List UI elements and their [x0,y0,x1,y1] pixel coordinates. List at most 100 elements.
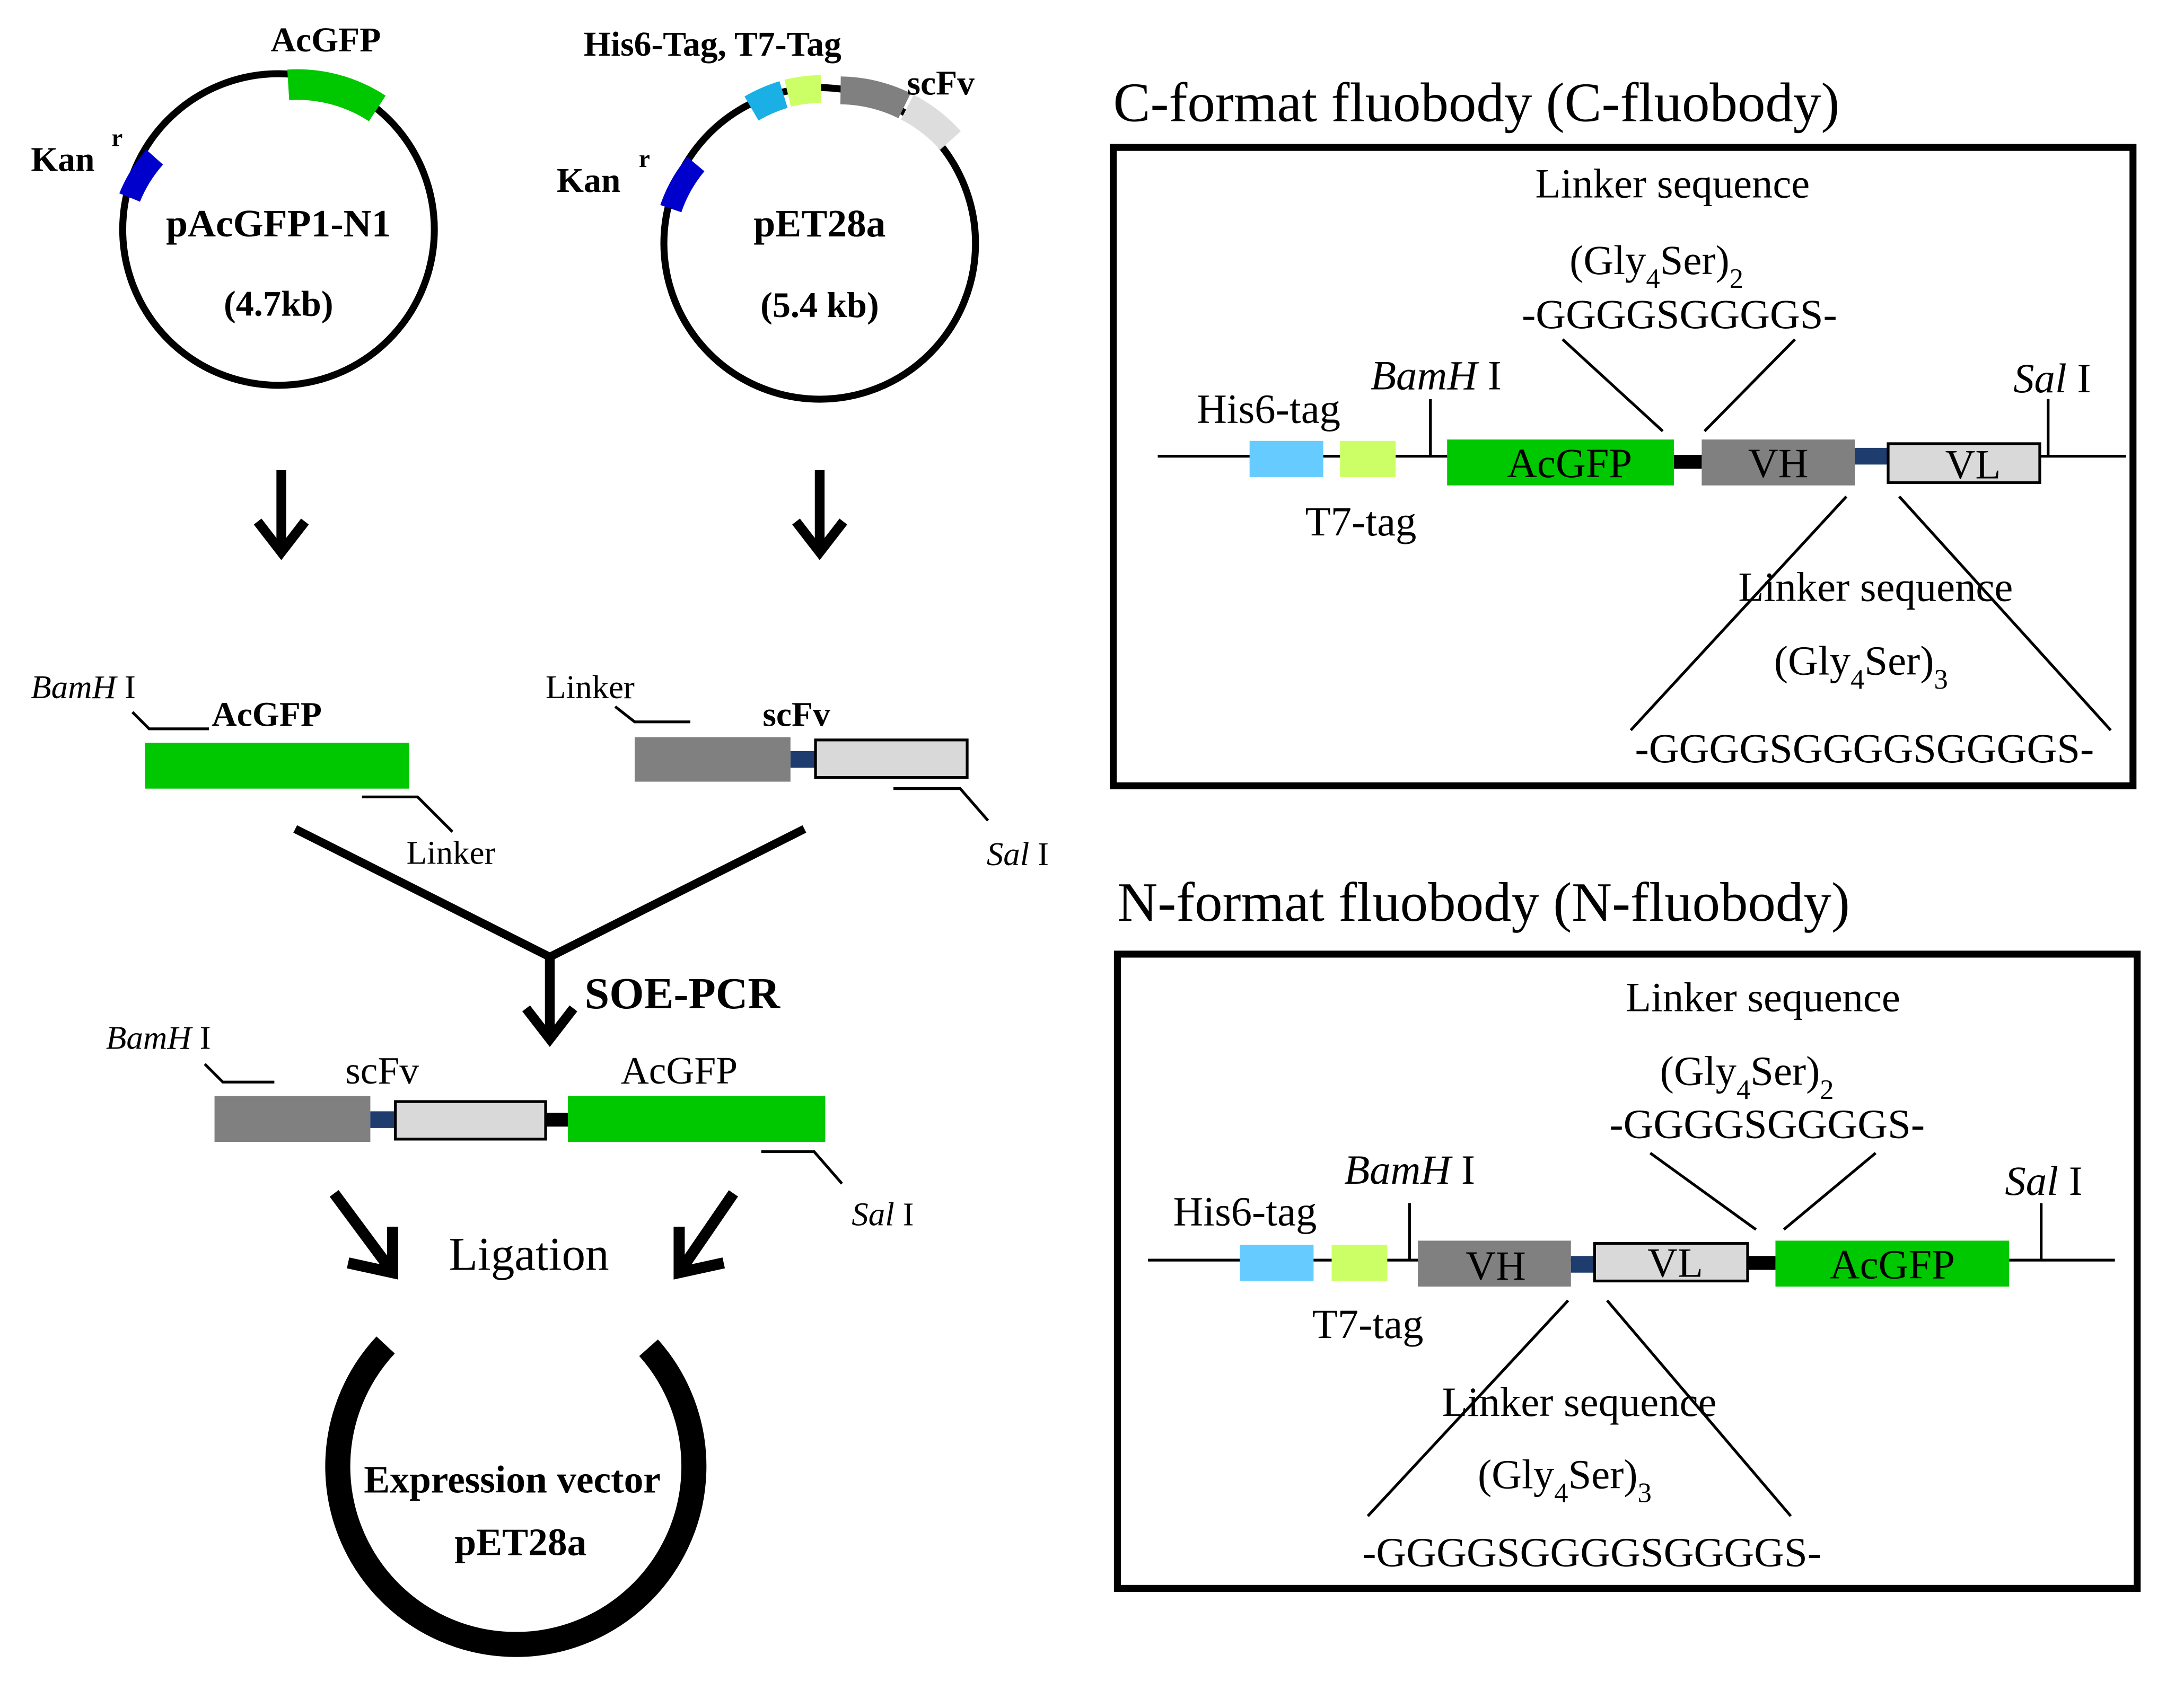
linker-short-bar [1855,447,1888,465]
linker-long-bar [1673,454,1702,469]
linker-top-title: Linker sequence [1626,974,1900,1020]
vl-box [1593,1242,1749,1283]
bamh-site-label: BamH I [1371,353,1502,399]
his6-tag-arc [744,81,788,121]
acgfp-box-label: AcGFP [1830,1242,1955,1288]
ligation-arrow-right [673,1190,738,1280]
plasmid-size: (4.7kb) [224,284,334,324]
linker-top-sequence: -GGGGSGGGGS- [1609,1101,1925,1147]
linker-top-formula: (Gly4Ser)2 [1660,1049,1834,1105]
bamh-site-label: BamH I [31,668,136,706]
expression-vector: Expression vector pET28a [325,1336,707,1657]
vh-box [1702,439,1855,486]
vh-box-label: VH [1466,1243,1526,1289]
n-format-title: N-format fluobody (N-fluobody) [1117,871,1849,933]
c-format-box [1109,144,2137,789]
acgfp-bar [145,743,409,789]
plasmid-pacgfp1-n1: AcGFP Kan r pAcGFP1-N1 (4.7kb) [31,21,438,389]
scfv-fragment: Linker scFv Sal I [546,668,1049,873]
linker-top-sequence: -GGGGSGGGGS- [1522,292,1837,338]
acgfp-box-label: AcGFP [1507,441,1632,487]
t7-tag-box [1340,441,1396,477]
ligation-arrow-left [329,1190,398,1280]
sal-site-label: Sal I [852,1196,914,1233]
linker-label: Linker [546,668,635,706]
linker-long-bar [546,1113,568,1127]
vl-bar [394,1100,547,1141]
linker-short-bar [790,751,816,768]
t7-tag-label: T7-tag [1305,499,1417,545]
tags-label: His6-Tag, T7-Tag [584,25,841,64]
his6-tag-box [1249,441,1323,477]
kan-superscript: r [639,145,650,173]
vl-bar [814,738,969,779]
sal-site-label: Sal I [2005,1158,2082,1204]
acgfp-gene-label: AcGFP [271,21,381,59]
acgfp-fragment: BamH I AcGFP Linker [31,668,495,871]
plasmid-pet28a: His6-Tag, T7-Tag scFv Kan r pET28a (5.4 … [557,25,979,403]
vl-box [1887,442,2041,485]
acgfp-box [1775,1240,2010,1287]
down-arrow-right [792,470,847,560]
vector-line2: pET28a [454,1520,586,1563]
his6-tag-label: His6-tag [1173,1189,1317,1235]
linker-short-bar [370,1111,396,1128]
t7-tag-label: T7-tag [1312,1301,1424,1348]
linker-top-formula: (Gly4Ser)2 [1569,237,1743,294]
kan-resistance-arc [119,149,163,202]
linker-bottom-formula: (Gly4Ser)3 [1478,1451,1652,1508]
vl-box-label: VL [1647,1240,1703,1287]
vl-box-label: VL [1945,442,2001,488]
kan-resistance-arc [660,157,705,213]
bamh-site-label: BamH I [106,1019,211,1056]
plasmid-backbone [119,70,438,389]
linker-bottom-title: Linker sequence [1442,1379,1717,1425]
vh-box [1418,1240,1571,1287]
linker-short-bar [1571,1256,1595,1273]
scfv-label: scFv [907,64,975,102]
vl-arc [900,94,961,150]
n-format-box [1113,950,2141,1592]
vector-ring [325,1336,707,1657]
scfv-label: scFv [345,1049,419,1092]
bamh-site-label: BamH I [1344,1147,1475,1193]
acgfp-label: AcGFP [212,696,322,734]
linker-long-bar [1747,1256,1776,1270]
t7-tag-arc [784,75,822,107]
linker-bottom-formula: (Gly4Ser)3 [1774,638,1948,695]
kan-label: Kan [31,141,94,179]
t7-tag-box [1331,1245,1388,1281]
vh-arc [840,76,911,119]
his6-tag-box [1240,1245,1314,1281]
n-format-panel: Linker sequence (Gly4Ser)2 -GGGGSGGGGS- … [1113,950,2141,1592]
vh-bar [634,737,791,782]
linker-top-title: Linker sequence [1535,161,1810,207]
linker-bottom-title: Linker sequence [1738,564,2013,610]
sal-site-label: Sal I [2013,356,2091,402]
vh-box-label: VH [1748,441,1809,487]
his6-tag-label: His6-tag [1197,386,1340,433]
plasmid-name: pAcGFP1-N1 [166,202,391,245]
acgfp-gene-arc [287,69,386,122]
acgfp-label: AcGFP [621,1049,738,1092]
plasmid-size: (5.4 kb) [760,285,879,325]
vector-line1: Expression vector [364,1458,661,1501]
fusion-product: BamH I scFv AcGFP Sal I [106,1019,914,1232]
sal-site-label: Sal I [987,835,1049,873]
linker-bottom-sequence: -GGGGSGGGGSGGGGS- [1635,726,2094,772]
ligation-label: Ligation [449,1229,609,1281]
soe-pcr-join: SOE-PCR [293,825,806,1047]
soe-pcr-label: SOE-PCR [585,969,781,1018]
plasmid-name: pET28a [753,202,885,245]
kan-superscript: r [111,124,122,152]
acgfp-bar [568,1096,826,1142]
scfv-label: scFv [762,696,830,734]
acgfp-box [1447,439,1674,486]
vh-bar [214,1096,371,1142]
down-arrow-left [253,470,309,560]
kan-label: Kan [557,162,620,200]
linker-label: Linker [407,834,496,871]
c-format-title: C-format fluobody (C-fluobody) [1113,71,1840,133]
linker-bottom-sequence: -GGGGSGGGGSGGGGS- [1362,1529,1821,1575]
